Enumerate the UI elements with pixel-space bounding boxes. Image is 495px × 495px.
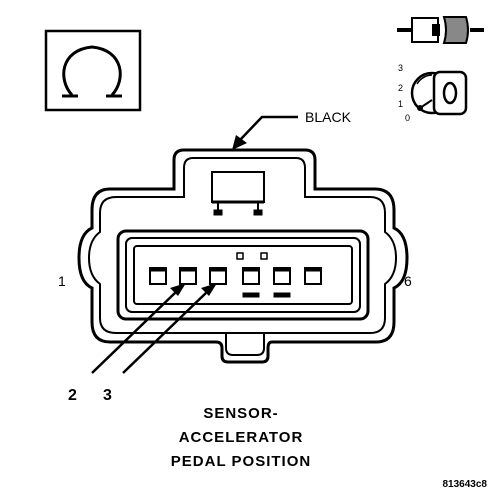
caption-line-3: PEDAL POSITION [171, 453, 311, 470]
terminal-cavities [149, 267, 322, 298]
terminal-cavity-3 [209, 267, 227, 285]
key-position-2: 2 [398, 83, 403, 93]
caption-line-1: SENSOR- [203, 405, 278, 422]
connector-color-label: BLACK [305, 109, 352, 125]
key-position-1: 1 [398, 99, 403, 109]
figure-id: 813643c8 [443, 479, 488, 490]
terminal-cavity-2 [179, 267, 197, 285]
terminal-cavity-1 [149, 267, 167, 285]
pin-callout-arrows [91, 283, 217, 374]
key-position-0: 0 [405, 113, 410, 123]
connector-housing [77, 148, 409, 364]
color-callout-arrow [232, 115, 298, 150]
caption-line-2: ACCELERATOR [179, 429, 304, 446]
terminal-cavity-5 [273, 267, 291, 285]
inline-connector-icon [397, 16, 484, 44]
cavity-label-1: 1 [58, 273, 66, 289]
pin-callout-label-3: 3 [103, 387, 112, 404]
cavity-label-6: 6 [404, 273, 412, 289]
ignition-key-icon [410, 70, 468, 116]
terminal-cavity-4 [242, 267, 260, 285]
key-position-3: 3 [398, 63, 403, 73]
omega-symbol-icon [44, 29, 142, 112]
pin-callout-label-2: 2 [68, 387, 77, 404]
terminal-cavity-6 [304, 267, 322, 285]
